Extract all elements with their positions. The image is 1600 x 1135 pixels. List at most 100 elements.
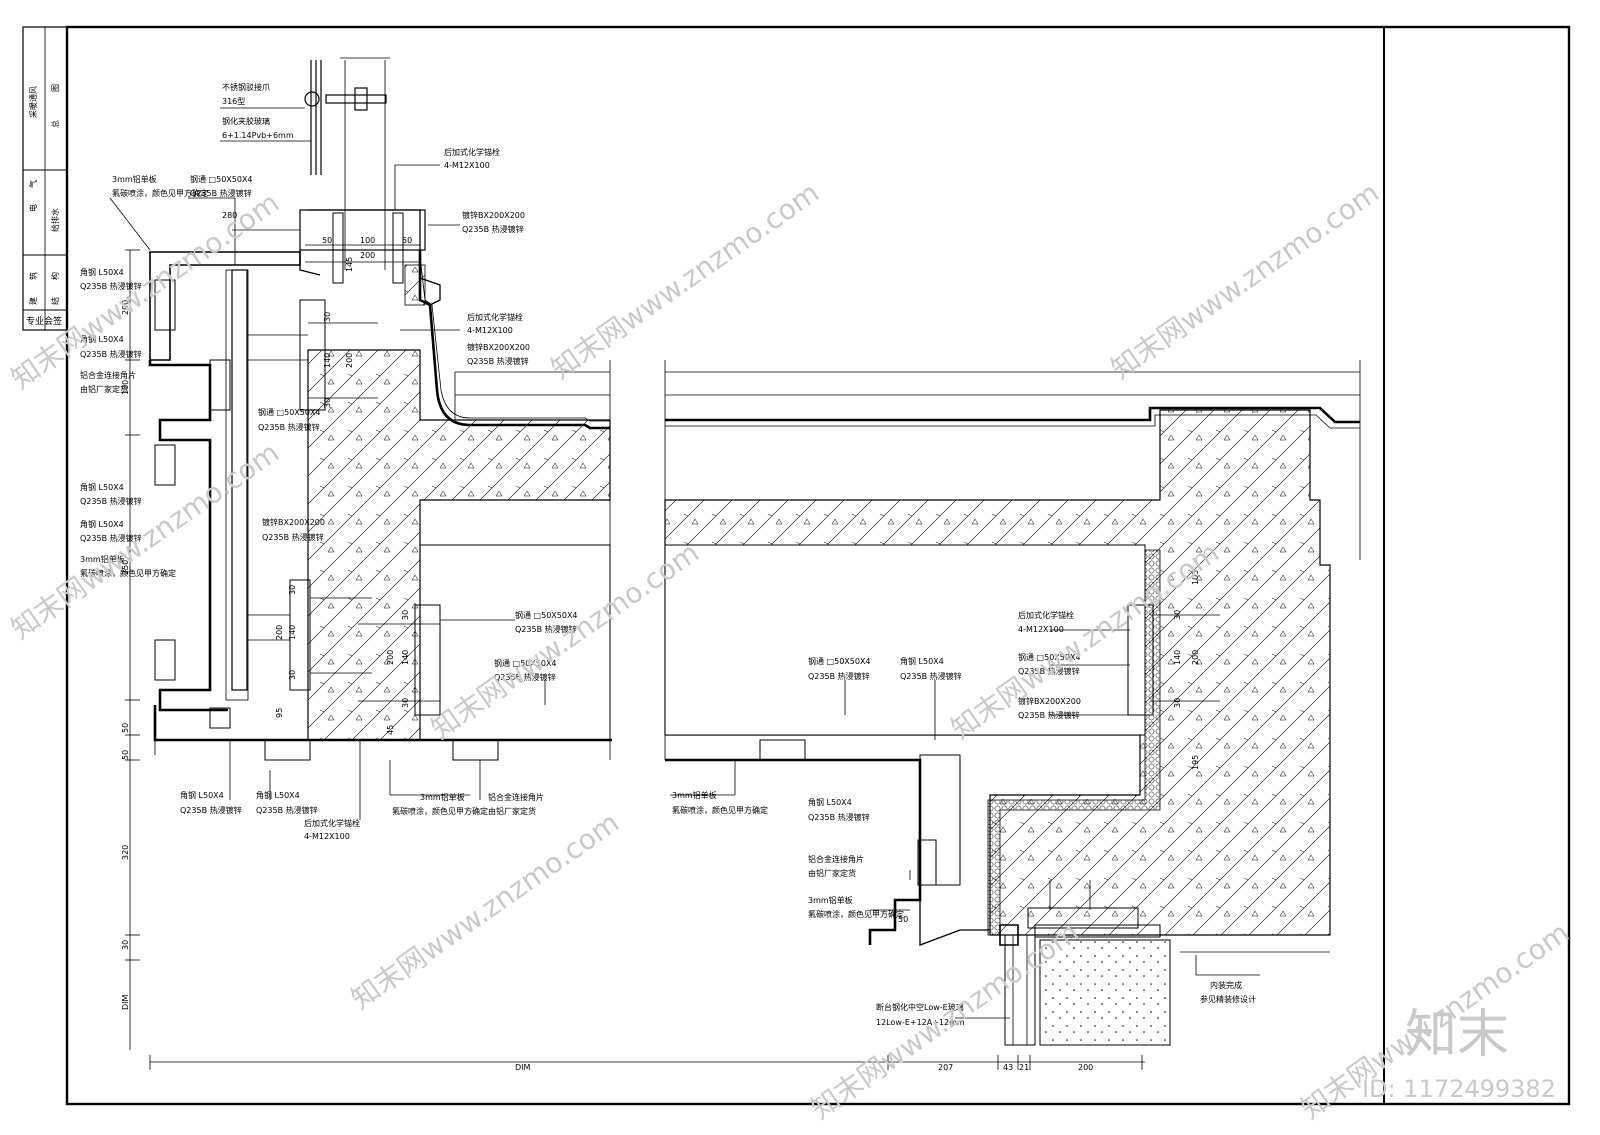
label-anchor-b-spec: 4-M12X100 [304, 832, 350, 841]
dim-50r: 50 [898, 915, 908, 924]
dim-145: 145 [345, 257, 354, 272]
label-al-panel-r: 3mm铝单板 [672, 790, 717, 800]
dim-30c: 30 [288, 585, 297, 595]
dim-200c: 200 [275, 625, 284, 640]
dim-95: 95 [275, 708, 284, 718]
label-q235b-top: Q235B 热浸镀锌 [190, 188, 252, 198]
leader-lines [109, 107, 1260, 1019]
dim-320: 320 [121, 845, 130, 860]
label-al-connector-r-note: 由铝厂家定货 [808, 868, 856, 878]
watermark-1: 知末网www.znzmo.com [5, 186, 285, 396]
label-al-connector-b-note: 由铝厂家定货 [488, 806, 536, 816]
annotations: 不锈钢驳接爪 316型 钢化夹胶玻璃 6+1.14Pvb+6mm 3mm铝单板 … [80, 82, 1256, 1072]
dim-50a: 50 [322, 236, 332, 245]
watermark-logo: 知末 [1405, 1005, 1509, 1065]
label-tube-r1: 钢通 □50X50X4 [515, 610, 578, 620]
label-al-panel-r2: 3mm铝单板 [808, 895, 853, 905]
watermark-5: 知末网www.znzmo.com [425, 536, 705, 746]
signoff-block: 图 总 采暖通风 给排水 电 气 结 构 建 筑 专业会签 [22, 26, 68, 331]
label-plate-top: 镀锌BX200X200 [462, 210, 525, 220]
label-tube-r3: 钢通 □50X50X4 [808, 656, 871, 666]
watermark-4: 知末网www.znzmo.com [5, 436, 285, 646]
dim-43: 43 [1003, 1063, 1013, 1072]
label-anchor-b: 后加式化学锚栓 [304, 818, 360, 828]
dim-30i: 30 [1173, 698, 1182, 708]
dim-45: 45 [386, 725, 395, 735]
label-angle-r3: 角钢 L50X4 [900, 656, 944, 666]
dim-250: 250 [121, 560, 130, 575]
canopy-bracket [299, 57, 426, 284]
label-tube-r2: 钢通 □50X50X4 [494, 658, 557, 668]
label-glass-unit: 断台钢化中空Low-E玻璃 [876, 1002, 964, 1012]
label-anchor-top: 后加式化学锚栓 [444, 147, 500, 157]
label-anchor-mid-spec: 4-M12X100 [467, 326, 513, 335]
watermark-id: ID: 1172499382 [1362, 1075, 1556, 1103]
dim-50c: 50 [121, 723, 130, 733]
dim-21: 21 [1019, 1063, 1029, 1072]
tb-cell-8: 构 [50, 272, 60, 280]
label-plate-mid-q: Q235B 热浸镀锌 [467, 356, 529, 366]
label-anchor-r: 后加式化学锚栓 [1018, 610, 1074, 620]
label-angle-4: 角钢 L50X4 [80, 519, 124, 529]
label-stainless-grade: 316型 [222, 97, 245, 106]
dim-200a: 200 [345, 353, 354, 368]
sheet-border [65, 25, 1571, 1106]
watermark-7: 知末网www.znzmo.com [345, 806, 625, 1016]
label-al-connector-r: 铝合金连接角片 [808, 854, 864, 864]
label-tube-r4: 钢通 □50X50X4 [1018, 652, 1081, 662]
label-al-connector-note: 由铝厂家定货 [80, 384, 128, 394]
label-interior-finish: 内装完成 [1210, 980, 1242, 990]
label-angle-3: 角钢 L50X4 [80, 482, 124, 492]
label-plate-low: 镀锌BX200X200 [262, 517, 325, 527]
label-plate-mid: 镀锌BX200X200 [467, 342, 530, 352]
tb-cell-3: 采暖通风 [28, 86, 38, 118]
dim-30a: 30 [323, 312, 332, 322]
label-tube-r4-q: Q235B 热浸镀锌 [1018, 666, 1080, 676]
label-al-connector-b: 铝合金连接角片 [488, 792, 544, 802]
label-angle-2-q: Q235B 热浸镀锌 [80, 349, 142, 359]
dim-105: 105 [1191, 570, 1200, 585]
label-angle-b1: 角钢 L50X4 [180, 790, 224, 800]
label-tube-r1-q: Q235B 热浸镀锌 [515, 624, 577, 634]
label-al-panel-r-note: 氟碳喷涂，颜色见甲方确定 [672, 805, 768, 815]
dim-30h: 30 [1173, 610, 1182, 620]
label-angle-1: 角钢 L50X4 [80, 267, 124, 277]
label-tube-top: 钢通 □50X50X4 [190, 174, 253, 184]
label-tube-r2-q: Q235B 热浸镀锌 [494, 672, 556, 682]
label-angle-b1-q: Q235B 热浸镀锌 [180, 805, 242, 815]
label-angle-r4: 角钢 L50X4 [808, 797, 852, 807]
dim-207: 207 [938, 1063, 953, 1072]
label-al-panel-left: 3mm铝单板 [80, 554, 125, 564]
dim-dim-v: DIM [121, 994, 130, 1010]
label-stainless-bolt: 不锈钢驳接爪 [222, 82, 270, 92]
label-tube-mid: 钢通 □50X50X4 [258, 407, 321, 417]
tb-cell-10: 筑 [28, 272, 38, 280]
label-plate-low-q: Q235B 热浸镀锌 [262, 532, 324, 542]
dim-30d: 30 [288, 670, 297, 680]
dim-30e: 30 [401, 610, 410, 620]
right-cladding [665, 604, 1220, 946]
dim-100-left: 100 [121, 380, 130, 395]
label-al-panel-b: 3mm铝单板 [420, 792, 465, 802]
label-anchor-top-spec: 4-M12X100 [444, 161, 490, 170]
label-angle-r3-q: Q235B 热浸镀锌 [900, 671, 962, 681]
dim-30f: 30 [401, 698, 410, 708]
label-angle-4-q: Q235B 热浸镀锌 [80, 533, 142, 543]
window-sill [999, 924, 1330, 1046]
dim-30b: 30 [323, 398, 332, 408]
left-cladding [148, 251, 806, 761]
label-plate-r-q: Q235B 热浸镀锌 [1018, 710, 1080, 720]
right-concrete [609, 360, 1361, 936]
label-al-connector: 铝合金连接角片 [80, 370, 136, 380]
watermark-2: 知末网www.znzmo.com [545, 176, 825, 386]
label-angle-b2-q: Q235B 热浸镀锌 [256, 805, 318, 815]
tb-cell-1: 图 [51, 84, 60, 92]
dim-50b: 50 [402, 236, 412, 245]
dim-140h: 140 [1173, 650, 1182, 665]
label-al-panel-left-note: 氟碳喷涂，颜色见甲方确定 [80, 568, 176, 578]
dim-200e: 200 [386, 650, 395, 665]
dim-200: 200 [360, 251, 375, 260]
label-anchor-mid: 后加式化学锚栓 [467, 312, 523, 322]
